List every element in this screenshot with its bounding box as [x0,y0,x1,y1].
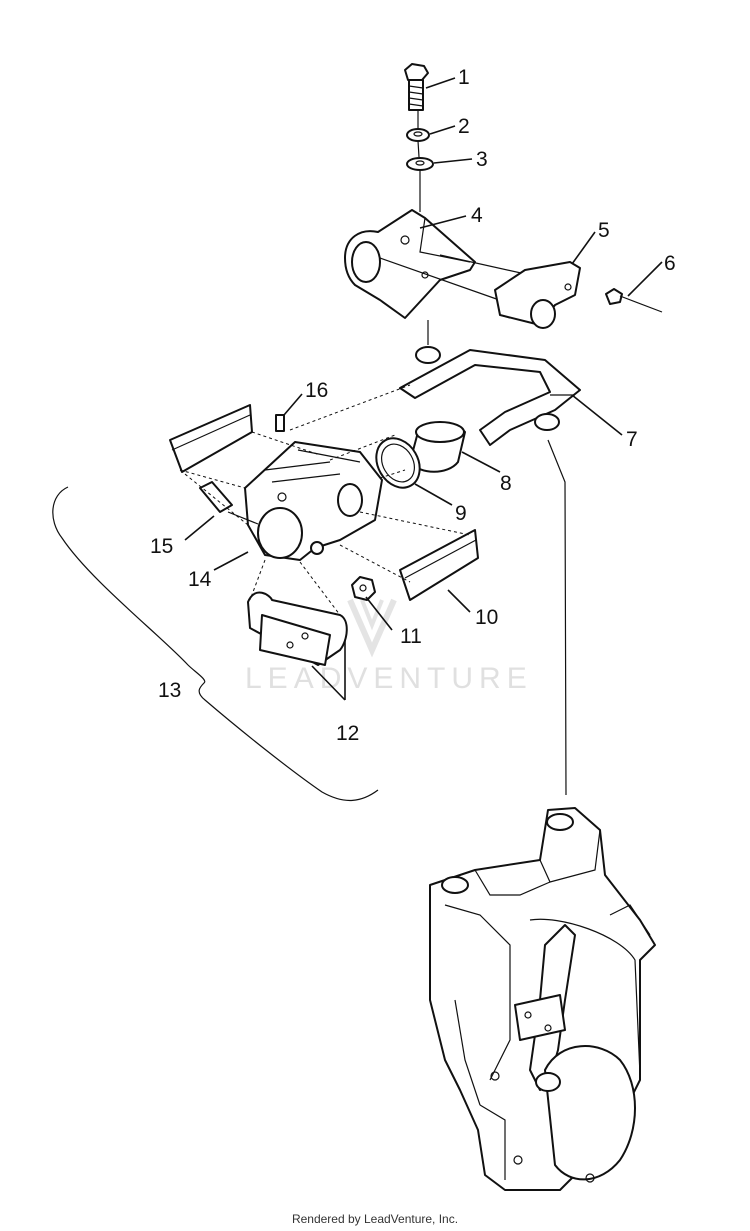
footer-credit: Rendered by LeadVenture, Inc. [291,1212,459,1226]
lower-housing [429,807,656,1191]
callout-16: 16 [305,379,328,402]
callout-7: 7 [626,428,638,451]
callout-1: 1 [458,66,470,89]
callout-6: 6 [664,252,676,275]
part-6-screw [605,288,663,313]
part-7-frame [399,346,581,446]
watermark-logo: LEADVENTURE [245,598,533,695]
part-10-shim [399,529,479,601]
part-2-lock-washer [406,128,430,142]
part-5-arm [494,261,581,329]
callout-labels: 1 2 3 4 5 6 7 8 9 10 11 12 13 14 15 16 [150,66,676,745]
callout-10: 10 [475,606,498,629]
watermark-text: LEADVENTURE [245,662,533,695]
callout-4: 4 [471,204,483,227]
callout-5: 5 [598,219,610,242]
guide-line [547,439,567,796]
callout-12: 12 [336,722,359,745]
part-3-washer [406,157,434,171]
part-1-bolt [404,63,429,111]
callout-2: 2 [458,115,470,138]
upper-shim [169,404,253,473]
part-14-caliper [244,441,383,561]
part-12-brake-pads [247,591,348,666]
assembly-brace [52,486,379,801]
part-11-nut [351,576,376,601]
callout-13: 13 [158,679,181,702]
leader-lines [184,77,663,701]
callout-11: 11 [400,625,422,648]
callout-9: 9 [455,502,467,525]
assembly-lines [179,384,471,616]
part-16-bleeder [275,414,285,432]
part-15-pin [199,481,259,525]
callout-15: 15 [150,535,173,558]
callout-3: 3 [476,148,488,171]
callout-8: 8 [500,472,512,495]
part-4-bracket [344,209,476,319]
callout-14: 14 [188,568,212,591]
